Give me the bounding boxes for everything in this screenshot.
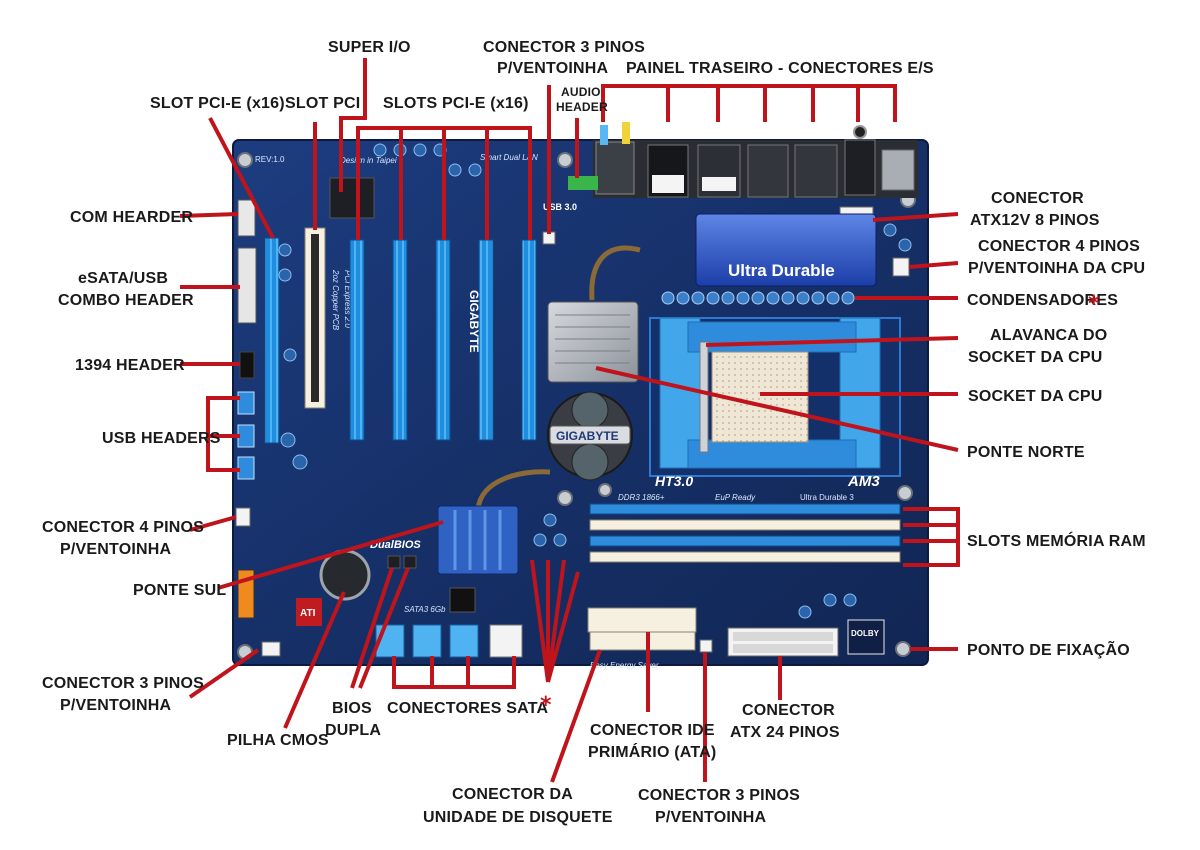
ht30-text: HT3.0 [655,473,693,489]
chipset-fan: GIGABYTE [547,391,633,481]
rear-io-ports [593,122,918,198]
power-fan-3pin [699,639,713,653]
label-atx12v-line2: ATX12V 8 PINOS [970,212,1100,229]
label-atx12v-line1: CONECTOR [991,190,1084,207]
sata-connectors [375,624,523,658]
label-alavanca-line2: SOCKET DA CPU [968,349,1102,366]
board-usb30-text: USB 3.0 [543,202,577,212]
label-ponto-fixacao: PONTO DE FIXAÇÃO [967,639,1130,659]
label-bios-line1: BIOS [332,700,372,717]
label-asterisk-right: * [1088,292,1100,317]
label-fan4-left-line1: CONECTOR 4 PINOS [42,519,204,536]
label-fan4-cpu-line1: CONECTOR 4 PINOS [978,238,1140,255]
ide-connector [587,607,697,633]
label-pilha-cmos: PILHA CMOS [227,732,329,749]
floppy-connector [589,629,696,651]
label-fan4-cpu-line2: P/VENTOINHA DA CPU [968,260,1145,277]
eup-text: EuP Ready [715,493,756,502]
label-esata-line1: eSATA/USB [78,270,168,287]
board-design-text: Design in Taipei [340,156,397,165]
pcie-x16-slot-left [264,237,280,444]
ultra-durable3-text: Ultra Durable 3 [800,493,854,502]
label-fan3-bottom-line1: CONECTOR 3 PINOS [638,787,800,804]
system-fan-3pin-left [261,641,281,657]
labels: SUPER I/O CONECTOR 3 PINOS P/VENTOINHA P… [42,39,1146,826]
label-fan3-left-line2: P/VENTOINHA [60,697,171,714]
label-com-header: COM HEARDER [70,209,193,226]
label-fan3-left-line1: CONECTOR 3 PINOS [42,675,204,692]
com-header [237,199,256,237]
cpu-socket-lever [699,341,709,453]
label-painel-traseiro: PAINEL TRASEIRO - CONECTORES E/S [626,60,934,77]
label-ide-line1: CONECTOR IDE [590,722,715,739]
audio-header-pins [568,176,598,190]
label-ponte-norte: PONTE NORTE [967,444,1085,461]
label-1394-header: 1394 HEADER [75,357,185,374]
label-esata-line2: COMBO HEADER [58,292,194,309]
sata-black-block [449,587,476,613]
label-slots-pcie16: SLOTS PCI-E (x16) [383,95,529,112]
label-fan3-top-line2: P/VENTOINHA [497,60,609,77]
ram-slots [589,503,901,563]
capacitors-row [661,291,855,305]
pcie-x16-slots [349,239,537,441]
label-alavanca-line1: ALAVANCA DO [990,327,1107,344]
esata-combo-header [237,247,257,324]
system-fan-4pin [235,507,251,527]
label-slot-pcie16-left: SLOT PCI-E (x16) [150,95,285,112]
label-audio-header-line2: HEADER [556,100,608,114]
label-slots-ram: SLOTS MEMÓRIA RAM [967,531,1146,550]
label-socket: SOCKET DA CPU [968,388,1102,405]
board-lan-text: Smart Dual LAN [480,153,538,162]
ati-logo [296,598,322,626]
south-bridge-heatsink [437,505,519,575]
label-ponte-sul: PONTE SUL [133,582,226,599]
easy-energy-text: Easy Energy Saver [590,661,659,670]
dolby-text: DOLBY [851,629,880,638]
label-disquete-line1: CONECTOR DA [452,786,573,803]
dolby-logo [847,619,885,655]
label-atx24-line1: CONECTOR [742,702,835,719]
label-asterisk-bottom: * [540,693,552,718]
chipset-logo-text: GIGABYTE [556,429,619,443]
mounting-holes [237,152,916,660]
label-fan3-bottom-line2: P/VENTOINHA [655,809,767,826]
usb-header-blocks [237,391,255,480]
heatpipe [475,245,641,511]
copper-text: 2oz Copper PCB [331,269,340,331]
label-condensadores: CONDENSADORES [967,292,1118,309]
bios-chip-2 [403,555,417,569]
vrm-heatsink [695,213,877,287]
pci-express-text: PCI Express 2.0 [343,270,352,328]
bios-chip-1 [387,555,401,569]
label-disquete-line2: UNIDADE DE DISQUETE [423,809,613,826]
label-conectores-sata: CONECTORES SATA [387,700,548,717]
label-super-io: SUPER I/O [328,39,411,56]
cpu-fan-4pin [892,257,910,277]
label-audio-header-line1: AUDIO [561,85,601,99]
label-fan4-left-line2: P/VENTOINHA [60,541,171,558]
label-atx24-line2: ATX 24 PINOS [730,724,840,741]
sata3-text: SATA3 6Gb [404,605,446,614]
leader-lines [179,58,960,783]
label-usb-headers: USB HEADERS [102,430,221,447]
cmos-battery [319,549,371,601]
label-ide-line2: PRIMÁRIO (ATA) [588,742,716,761]
board-rev-text: REV:1.0 [255,155,285,164]
label-fan3-top-line1: CONECTOR 3 PINOS [483,39,645,56]
am3-text: AM3 [847,473,880,490]
board-gigabyte-vertical: GIGABYTE [467,290,481,353]
dualbios-text: DualBIOS [370,539,421,551]
ultra-durable-text: Ultra Durable [728,261,835,280]
super-io-chip [329,177,375,219]
ddr3-text: DDR3 1866+ [618,493,665,502]
firewire-header [239,351,255,379]
north-bridge-heatsink [547,301,639,383]
ati-text: ATI [300,608,316,619]
label-bios-line2: DUPLA [325,722,381,739]
label-slot-pci: SLOT PCI [285,95,360,112]
